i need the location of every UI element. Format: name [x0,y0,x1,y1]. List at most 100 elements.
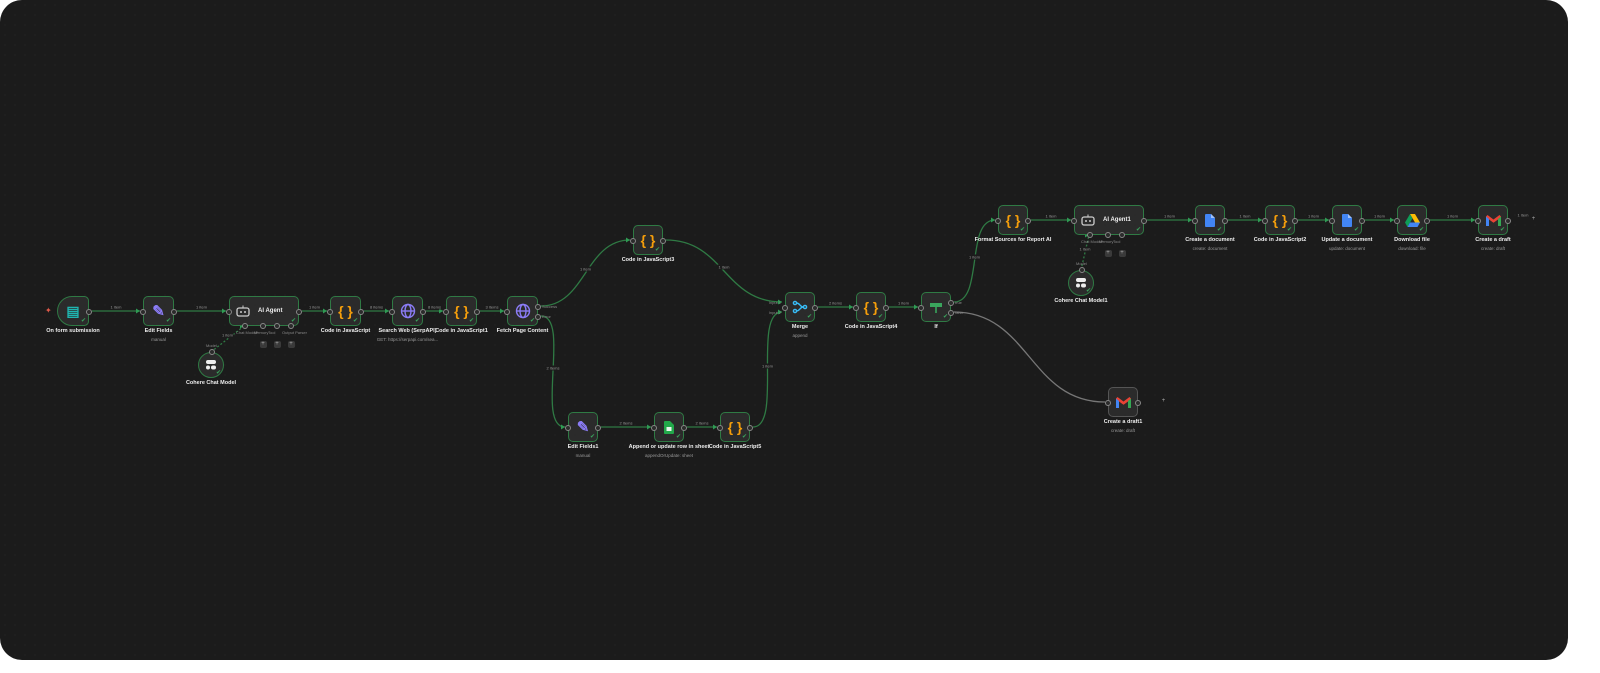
output-port[interactable] [1141,218,1147,224]
input-port[interactable] [1105,400,1111,406]
output-port[interactable] [681,425,687,431]
sub-port[interactable] [242,323,248,329]
output-port[interactable] [747,425,753,431]
input-port[interactable] [140,309,146,315]
connection-code3-merge[interactable] [665,239,783,303]
input-port[interactable] [1475,218,1481,224]
input-port[interactable] [565,425,571,431]
sub-port[interactable] [1119,232,1125,238]
input-port[interactable] [782,305,788,311]
node-serp[interactable]: Search Web (SerpAPI)GET: https://serpapi… [377,296,438,342]
connection-code5-merge[interactable] [752,311,783,428]
input-port[interactable] [1262,218,1268,224]
node-cohere1[interactable]: Cohere Chat Model1✔ [1054,267,1108,304]
output-port[interactable] [1135,400,1141,406]
output-port[interactable] [474,309,480,315]
add-tool-button[interactable]: + [273,341,281,348]
input-port[interactable] [327,309,333,315]
input-port[interactable] [1329,218,1335,224]
connection-if-format[interactable] [953,219,996,303]
node-subtitle: download: file [1398,245,1426,251]
sub-port[interactable] [1105,232,1111,238]
output-port[interactable] [595,425,601,431]
google-sheets-icon [655,413,683,441]
node-code4[interactable]: { }Code in JavaScript4✔ [845,292,897,330]
output-port[interactable] [209,349,215,355]
input-port[interactable] [630,238,636,244]
output-port[interactable] [660,238,666,244]
connection-cohere1-agent1[interactable] [1080,234,1090,271]
input-port[interactable] [1394,218,1400,224]
node-code2[interactable]: { }Code in JavaScript2✔ [1254,205,1306,243]
connection-fetch-code3[interactable] [540,239,631,307]
output-port[interactable] [358,309,364,315]
input-port[interactable] [504,309,510,315]
sub-port[interactable] [274,323,280,329]
connection-if-draft1[interactable] [953,311,1106,403]
output-port[interactable] [420,309,426,315]
add-node-button[interactable]: + [1161,398,1166,404]
sub-port[interactable] [260,323,266,329]
output-port[interactable] [1222,218,1228,224]
add-node-button[interactable]: + [1531,216,1536,222]
output-port[interactable] [535,304,541,310]
output-port[interactable] [948,300,954,306]
node-code1[interactable]: { }Code in JavaScript1✔ [435,296,488,334]
node-code5[interactable]: { }Code in JavaScript5✔ [709,412,761,450]
output-port[interactable] [1505,218,1511,224]
output-port[interactable] [1025,218,1031,224]
node-agent1[interactable]: AI Agent1✔Chat Model*Memory+Tool+ [1071,205,1147,257]
sub-port[interactable] [288,323,294,329]
node-cohere[interactable]: Cohere Chat Model✔ [186,349,236,386]
success-check-icon: ✔ [352,318,358,324]
input-port[interactable] [1192,218,1198,224]
model-port-label: Model [1076,261,1087,266]
output-port[interactable] [1424,218,1430,224]
input-port[interactable] [443,309,449,315]
output-port[interactable] [1359,218,1365,224]
sub-port[interactable] [1087,232,1093,238]
output-port[interactable] [883,305,889,311]
node-agent[interactable]: AI Agent✔Chat Model*Memory+Tool+Output P… [226,296,307,348]
connection-cohere-agent[interactable] [210,325,245,353]
output-port[interactable] [296,309,302,315]
output-port[interactable] [86,309,92,315]
add-memory-button[interactable]: + [259,341,267,348]
input-port[interactable] [995,218,1001,224]
add-tool-button[interactable]: + [1118,250,1126,257]
output-port[interactable] [171,309,177,315]
node-code3[interactable]: { }Code in JavaScript3✔ [622,225,674,263]
input-port[interactable] [1071,218,1077,224]
output-port[interactable] [1292,218,1298,224]
output-port[interactable] [535,314,541,320]
input-port[interactable] [651,425,657,431]
input-port[interactable] [389,309,395,315]
connection-fetch-edit1[interactable] [540,315,566,428]
success-check-icon: ✔ [877,314,883,320]
input-port[interactable] [226,309,232,315]
add-output-parser-button[interactable]: + [287,341,295,348]
output-port[interactable] [812,305,818,311]
output-port[interactable] [948,310,954,316]
input-port[interactable] [918,305,924,311]
node-code[interactable]: { }Code in JavaScript✔ [321,296,370,334]
add-memory-button[interactable]: + [1104,250,1112,257]
input-port[interactable] [853,305,859,311]
node-format[interactable]: { }Format Sources for Report AI✔ [975,205,1051,243]
output-port[interactable] [1079,267,1085,273]
input-port[interactable] [717,425,723,431]
node-form[interactable]: ▤On form submission✔ [46,296,100,334]
